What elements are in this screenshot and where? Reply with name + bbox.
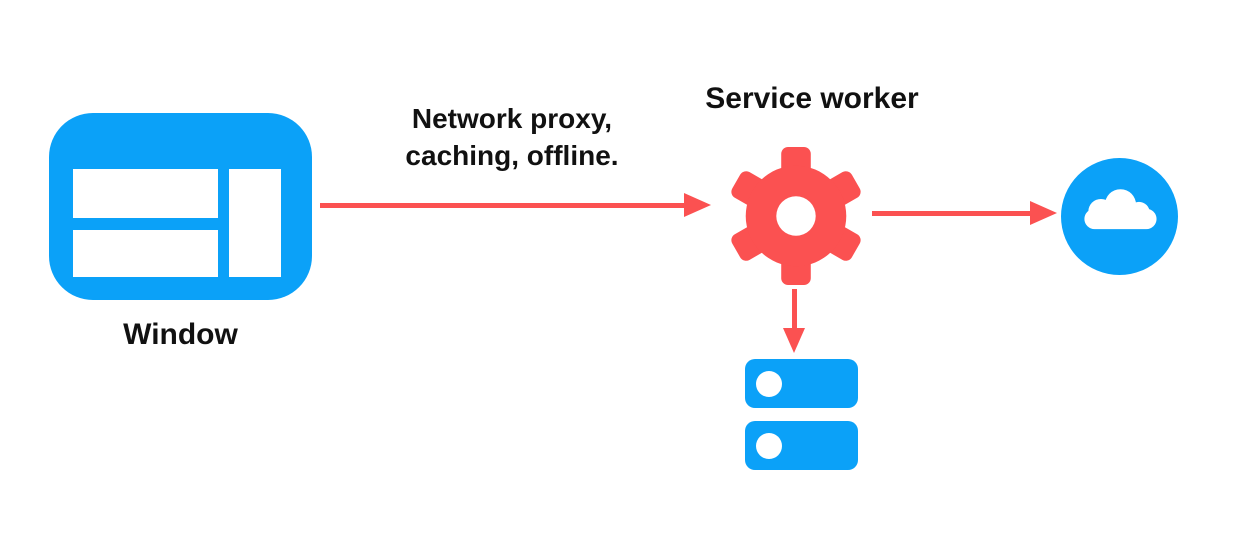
database-icon xyxy=(745,421,858,470)
window-sidebar-bar xyxy=(229,169,281,277)
arrow-window-to-service-worker xyxy=(320,203,684,208)
service-worker-node-label: Service worker xyxy=(705,82,919,115)
database-indicator-dot xyxy=(756,371,782,397)
browser-window-icon xyxy=(49,113,312,300)
arrowhead-right-icon xyxy=(1030,201,1057,225)
database-icon xyxy=(745,359,858,408)
edge-label-network-proxy: Network proxy, caching, offline. xyxy=(405,103,619,171)
window-node-label: Window xyxy=(123,318,238,351)
cloud-icon xyxy=(1061,158,1178,275)
database-indicator-dot xyxy=(756,433,782,459)
arrowhead-right-icon xyxy=(684,193,711,217)
arrow-service-worker-to-cloud xyxy=(872,211,1031,216)
window-content-bar xyxy=(73,230,218,277)
arrow-service-worker-to-storage xyxy=(792,289,797,329)
window-content-bar xyxy=(73,169,218,218)
arrowhead-down-icon xyxy=(783,328,805,353)
gear-icon xyxy=(731,147,861,285)
